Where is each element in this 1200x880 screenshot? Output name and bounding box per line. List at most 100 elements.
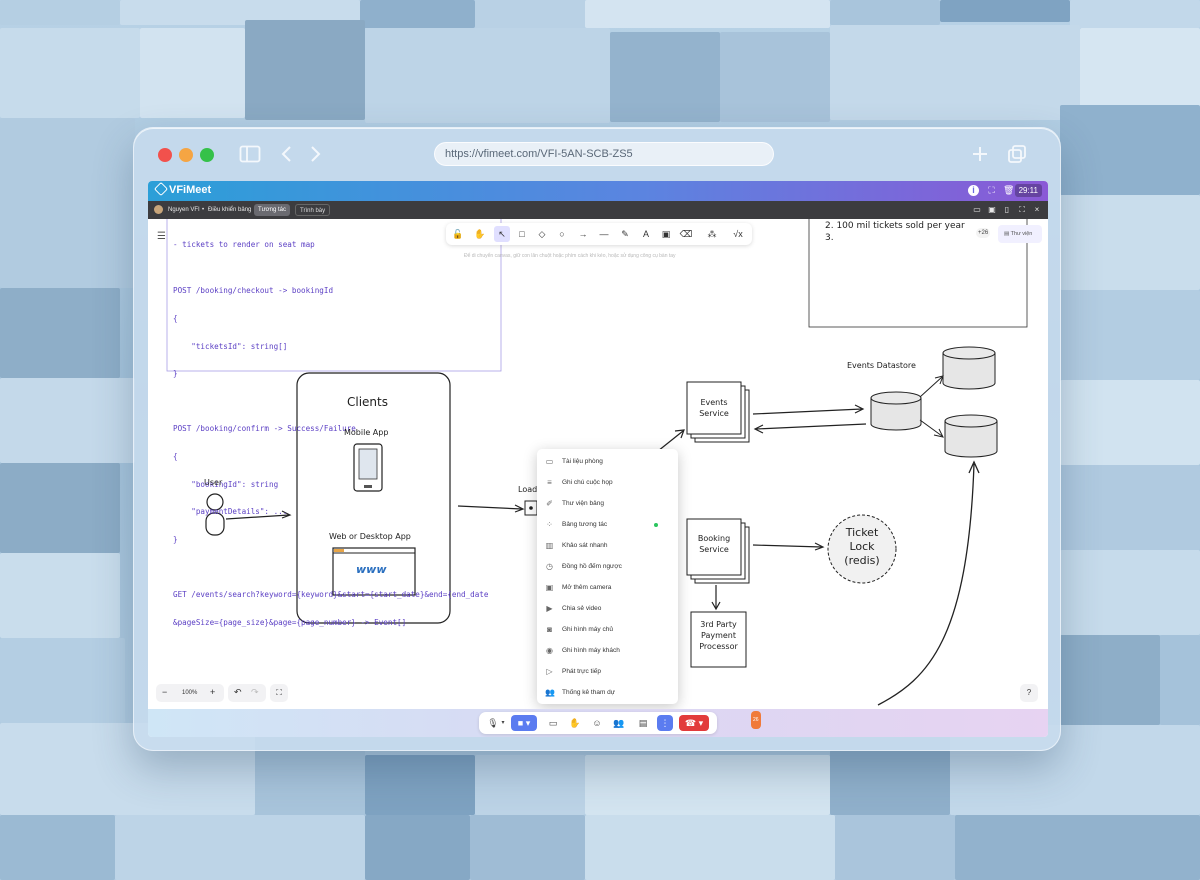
ellipse-tool-icon[interactable]: ○ [559,229,565,239]
code-line: "paymentDetails": ... [173,507,288,517]
payment-processor-line: 3rd Party [700,620,737,629]
redo-icon[interactable]: ↷ [251,687,259,697]
control-label: Điều khiển bảng [208,207,252,213]
tab-present[interactable]: Trình bày [295,204,331,216]
more-options-menu: ▭ Tài liệu phòng ≡ Ghi chú cuộc họp ✐ Th… [537,449,678,704]
zoom-level[interactable]: 100% [182,690,198,696]
info-icon[interactable]: i [968,185,979,196]
participants-badge: 26 [751,711,761,729]
ticket-lock-label: Ticket Lock (redis) [828,526,896,568]
menu-item-open-camera[interactable]: ▣ Mở thêm camera [537,577,678,598]
menu-item-share-video[interactable]: ▶ Chia sẻ video [537,598,678,619]
chevron-left-icon[interactable] [280,145,294,167]
menu-item-label: Tài liệu phòng [562,458,603,465]
raise-hand-icon[interactable]: ✋ [569,718,581,728]
fullscreen-icon[interactable]: ⛶ [988,185,995,195]
close-window-button[interactable] [158,148,172,162]
menu-item-interactive-board[interactable]: ⁘ Bảng tương tác [537,514,678,535]
browser-window: https://vfimeet.com/VFI-5AN-SCB-ZS5 VFiM… [133,127,1061,751]
menu-item-record-client[interactable]: ◉ Ghi hình máy khách [537,640,678,661]
camera-icon[interactable]: ■ ▾ [511,715,537,731]
image-tool-icon[interactable]: ▣ [661,229,671,239]
library-label: Thư viện [1010,231,1033,237]
plus-icon[interactable] [971,145,989,167]
menu-item-room-documents[interactable]: ▭ Tài liệu phòng [537,451,678,472]
record-client-icon: ◉ [546,646,553,655]
code-line: } [173,369,178,379]
tabs-icon[interactable] [1007,145,1027,167]
live-icon: ▷ [546,667,553,676]
lock-icon[interactable]: 🔓 [452,229,464,239]
mobile-app-label: Mobile App [344,428,389,437]
help-icon[interactable]: ? [1020,684,1038,702]
canvas-hint: Để di chuyển canvas, giữ con lăn chuột h… [464,253,676,259]
ticket-lock-circle [827,514,897,584]
menu-item-label: Mở thêm camera [562,584,612,591]
menu-item-label: Khảo sát nhanh [562,542,608,549]
maximize-window-button[interactable] [200,148,214,162]
delete-icon[interactable]: 🗑 [1003,185,1015,195]
menu-item-label: Thống kê tham dự [562,689,616,696]
line-tool-icon[interactable]: — [599,229,609,239]
undo-icon[interactable]: ↶ [234,687,242,697]
ticket-lock-line: Lock [849,540,875,553]
diamond-tool-icon[interactable]: ◇ [538,229,546,239]
library-button[interactable]: ▤ Thư viện [998,225,1042,243]
menu-item-attendance-stats[interactable]: 👥 Thống kê tham dự [537,682,678,703]
expand-icon[interactable]: ⛶ [1019,205,1025,214]
screen-share-icon[interactable]: ▭ [548,718,558,728]
more-options-icon[interactable]: ⋮ [657,715,673,731]
eraser-tool-icon[interactable]: ⌫ [679,229,693,239]
menu-item-quick-poll[interactable]: ▥ Khảo sát nhanh [537,535,678,556]
arrow-tool-icon[interactable]: → [578,229,588,239]
fit-to-screen-icon[interactable]: ⛶ [270,684,288,702]
pencil-tool-icon[interactable]: ✎ [621,229,629,239]
mic-options-chevron-icon[interactable]: ▾ [501,720,505,726]
menu-item-board-library[interactable]: ✐ Thư viện bảng [537,493,678,514]
vfimeet-app: VFiMeet i ⛶ 🗑 29:11 Nguyen VFI • Điều kh… [148,181,1048,737]
rectangle-tool-icon[interactable]: □ [519,229,525,239]
menu-item-meeting-notes[interactable]: ≡ Ghi chú cuộc họp [537,472,678,493]
sidebar-icon[interactable] [239,145,261,167]
shapes-tool-icon[interactable]: ⁂ [707,229,717,239]
note-icon: ≡ [547,478,552,487]
hamburger-menu-icon[interactable]: ☰ [157,231,166,242]
menu-item-live-stream[interactable]: ▷ Phát trực tiếp [537,661,678,682]
math-tool-icon[interactable]: √x [733,229,743,239]
trash-icon[interactable]: ▯ [1004,205,1010,214]
menu-item-record-server[interactable]: ◙ Ghi hình máy chủ [537,619,678,640]
pointer-tool-icon[interactable]: ↖ [494,226,510,242]
text-tool-icon[interactable]: A [642,229,649,239]
active-indicator [654,523,658,527]
chevron-right-icon[interactable] [308,145,322,167]
www-label: www [356,563,387,576]
tab-present-label: Trình bày [300,208,326,214]
address-bar[interactable]: https://vfimeet.com/VFI-5AN-SCB-ZS5 [434,142,774,166]
emoji-icon[interactable]: ☺ [592,718,602,728]
alarm-icon: ◷ [546,562,553,571]
hand-tool-icon[interactable]: ✋ [474,229,486,239]
undo-redo-group: ↶ ↷ [228,684,266,702]
minimize-window-button[interactable] [179,148,193,162]
code-line [173,397,488,406]
db-primary [870,391,922,431]
save-icon[interactable]: ▣ [988,205,996,214]
chat-icon[interactable]: ▤ [638,718,648,728]
code-line: "bookingId": string [173,479,279,489]
zoom-in-button[interactable]: + [210,687,216,697]
folder-icon: ▭ [545,457,554,466]
mic-muted-icon[interactable]: 🎙 [487,718,499,728]
web-app-label: Web or Desktop App [329,532,411,541]
tab-interact[interactable]: Tương tác [254,204,290,216]
end-call-icon[interactable]: ☎ ▾ [679,715,709,731]
collaborators-count[interactable]: +26 [976,228,991,238]
user-label: User [204,478,223,487]
participants-icon[interactable]: 👥 26 [611,711,761,731]
menu-item-countdown[interactable]: ◷ Đồng hồ đếm ngược [537,556,678,577]
screen-icon[interactable]: ▭ [973,205,981,214]
zoom-out-button[interactable]: − [162,687,168,697]
whiteboard-canvas[interactable]: - tickets to render on seat map POST /bo… [148,219,1048,709]
book-icon: ▤ [1004,231,1011,237]
close-icon[interactable]: × [1034,205,1040,214]
code-line: POST /booking/checkout -> bookingId [173,286,334,296]
